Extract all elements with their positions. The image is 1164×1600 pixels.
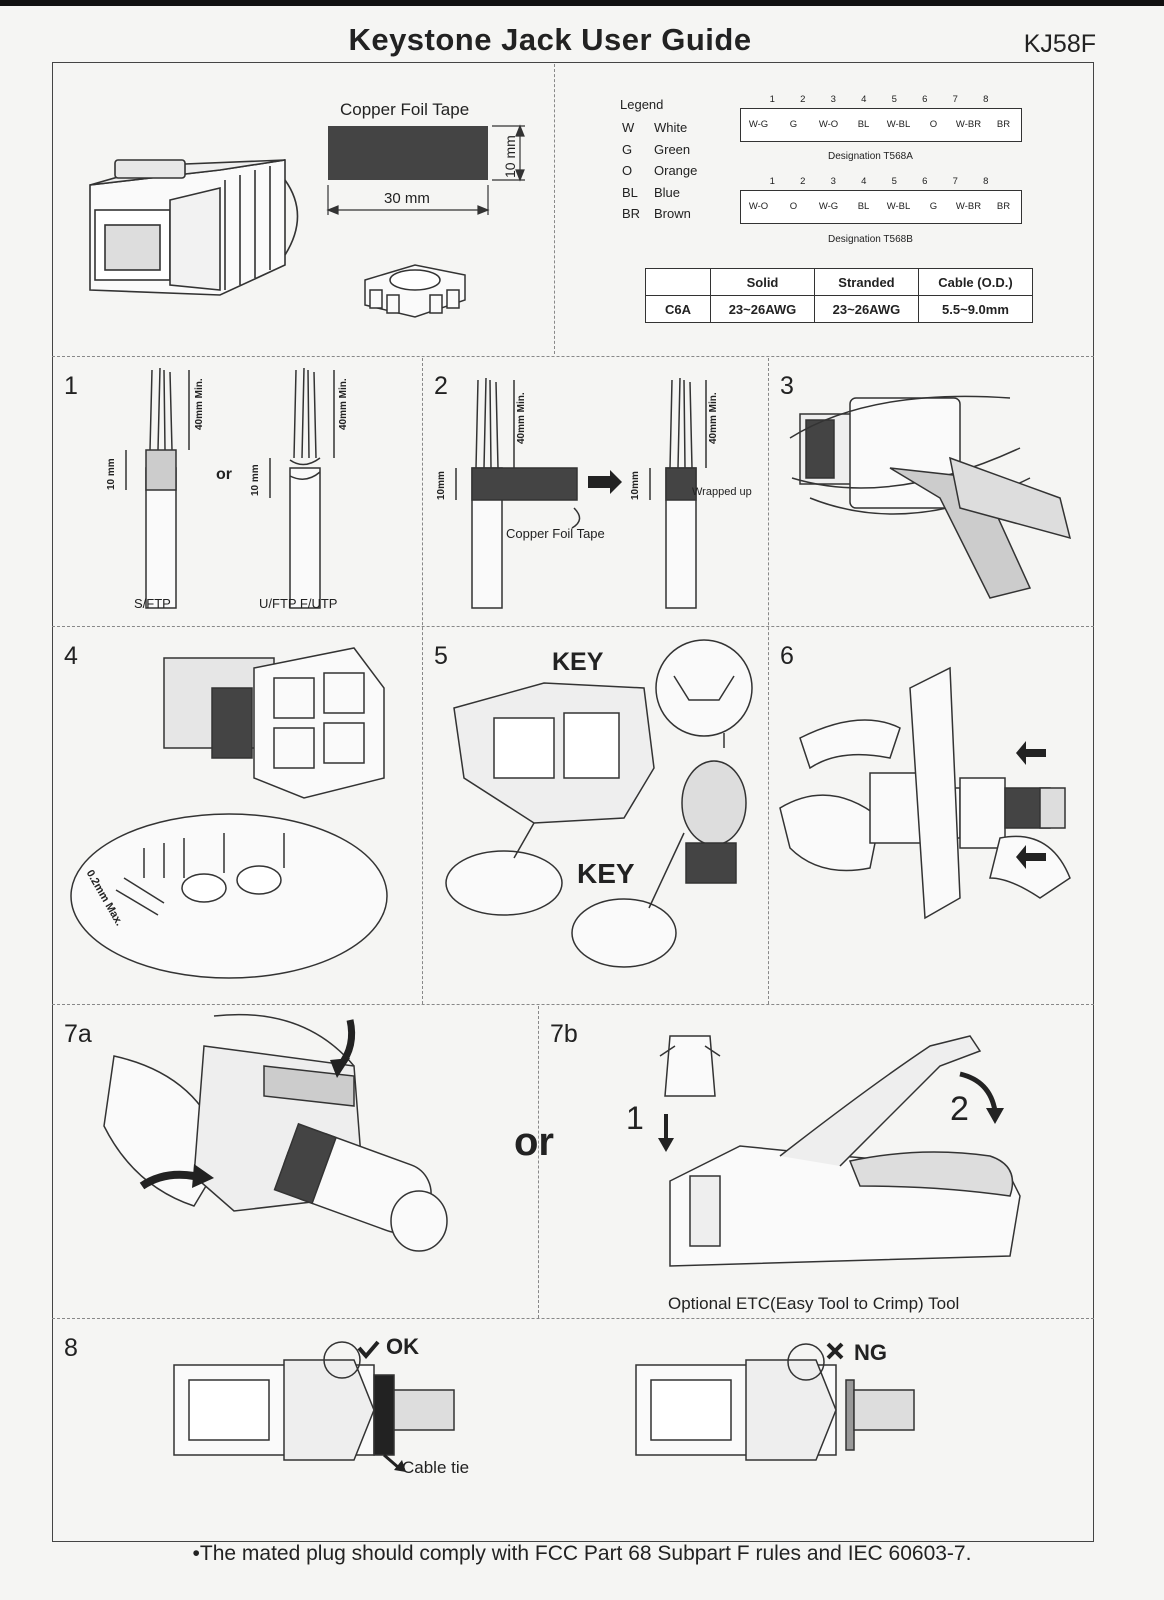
step-3-panel: 3 xyxy=(770,358,1092,624)
divider xyxy=(52,1318,1094,1319)
step-7b-panel: 7b 1 2 Optional ETC(Easy Tool to Crimp) … xyxy=(540,1006,1092,1316)
divider xyxy=(52,1004,1094,1005)
step-number: 6 xyxy=(780,642,794,670)
tape-dimension-lines xyxy=(326,124,525,215)
ng-label: NG xyxy=(854,1340,887,1365)
divider xyxy=(768,358,769,1004)
divider xyxy=(554,64,555,354)
step-number: 4 xyxy=(64,642,78,670)
length-min-label: 40mm Min. xyxy=(708,392,719,444)
step-number: 1 xyxy=(64,372,78,400)
tape-height: 10 mm xyxy=(502,135,518,178)
cable-tie-drawing xyxy=(173,1340,915,1472)
wire-cutting-drawing xyxy=(789,395,1072,599)
divider xyxy=(422,358,423,1004)
divider xyxy=(538,1006,539,1318)
step-number: 2 xyxy=(434,372,448,400)
step-number: 7a xyxy=(64,1020,92,1048)
length-10-label: 10 mm xyxy=(250,464,261,496)
guide-frame xyxy=(52,62,1094,1542)
keystone-jack-drawing xyxy=(89,159,299,296)
key-label-top: KEY xyxy=(552,648,604,676)
top-edge-bar xyxy=(0,0,1164,6)
step-number: 3 xyxy=(780,372,794,400)
cable-cap-illustration xyxy=(355,255,475,325)
divider xyxy=(52,626,1094,627)
hand-crimp-drawing xyxy=(103,1013,448,1252)
step-arrow-2: 2 xyxy=(950,1090,969,1128)
assembly-key-drawing xyxy=(445,639,753,968)
etc-tool-caption: Optional ETC(Easy Tool to Crimp) Tool xyxy=(668,1294,960,1313)
or-separator: or xyxy=(514,1120,554,1164)
step-1-panel: 1 40mm Min. 10 mm 40mm Min. 10 mm or S/F… xyxy=(54,358,421,624)
model-number: KJ58F xyxy=(1023,30,1096,58)
cable-tie-label: Cable tie xyxy=(402,1458,470,1477)
length-10-label: 10mm xyxy=(436,471,447,500)
jack-illustration xyxy=(70,130,330,330)
or-label: or xyxy=(216,466,232,483)
length-10-label: 10 mm xyxy=(106,458,117,490)
cable-strip-drawing xyxy=(125,367,335,609)
spec-table: Solid Stranded Cable (O.D.) C6A 23~26AWG… xyxy=(645,268,1034,323)
length-min-label: 40mm Min. xyxy=(194,378,205,430)
step-5-panel: 5 KEY KEY xyxy=(424,628,767,1002)
key-label-bottom: KEY xyxy=(577,858,635,889)
wrapped-label: Wrapped up xyxy=(692,486,752,498)
ok-label: OK xyxy=(386,1334,419,1359)
step-number: 5 xyxy=(434,642,448,670)
step-4-panel: 4 0.2mm Max. xyxy=(54,628,421,1002)
step-number: 7b xyxy=(550,1020,578,1048)
step-7a-panel: 7a xyxy=(54,1006,537,1316)
length-min-label: 40mm Min. xyxy=(516,392,527,444)
hand-press-drawing xyxy=(779,666,1071,920)
step-2-panel: 2 40mm Min. 10mm 40mm Min. 10mm Copper F… xyxy=(424,358,767,624)
step-8-panel: 8 OK NG Cable tie xyxy=(54,1320,1092,1538)
cable-type-uftp: U/FTP F/UTP xyxy=(259,596,338,611)
compliance-note: •The mated plug should comply with FCC P… xyxy=(192,1542,972,1565)
t568b-label: Designation T568B xyxy=(828,234,913,245)
spec-header-row: Solid Stranded Cable (O.D.) xyxy=(645,268,1034,296)
etc-tool-drawing xyxy=(658,1035,1021,1267)
foil-wrap-drawing xyxy=(455,377,707,609)
cable-type-sftp: S/FTP xyxy=(134,596,171,611)
legend-title: Legend xyxy=(620,97,664,112)
spec-data-row: C6A 23~26AWG 23~26AWG 5.5~9.0mm xyxy=(645,295,1034,323)
tape-label: Copper Foil Tape xyxy=(340,100,470,119)
divider xyxy=(52,356,1094,357)
step-number: 8 xyxy=(64,1334,78,1362)
wire-seating-drawing xyxy=(70,647,388,979)
tape-width: 30 mm xyxy=(384,190,430,207)
tape-callout: Copper Foil Tape xyxy=(506,526,605,541)
t568a-label: Designation T568A xyxy=(828,151,913,162)
step-arrow-1: 1 xyxy=(626,1100,644,1136)
page-title: Keystone Jack User Guide xyxy=(348,22,752,57)
step-6-panel: 6 xyxy=(770,628,1092,1002)
length-10-label: 10mm xyxy=(630,471,641,500)
copper-foil-tape xyxy=(328,126,488,180)
length-min-label: 40mm Min. xyxy=(338,378,349,430)
